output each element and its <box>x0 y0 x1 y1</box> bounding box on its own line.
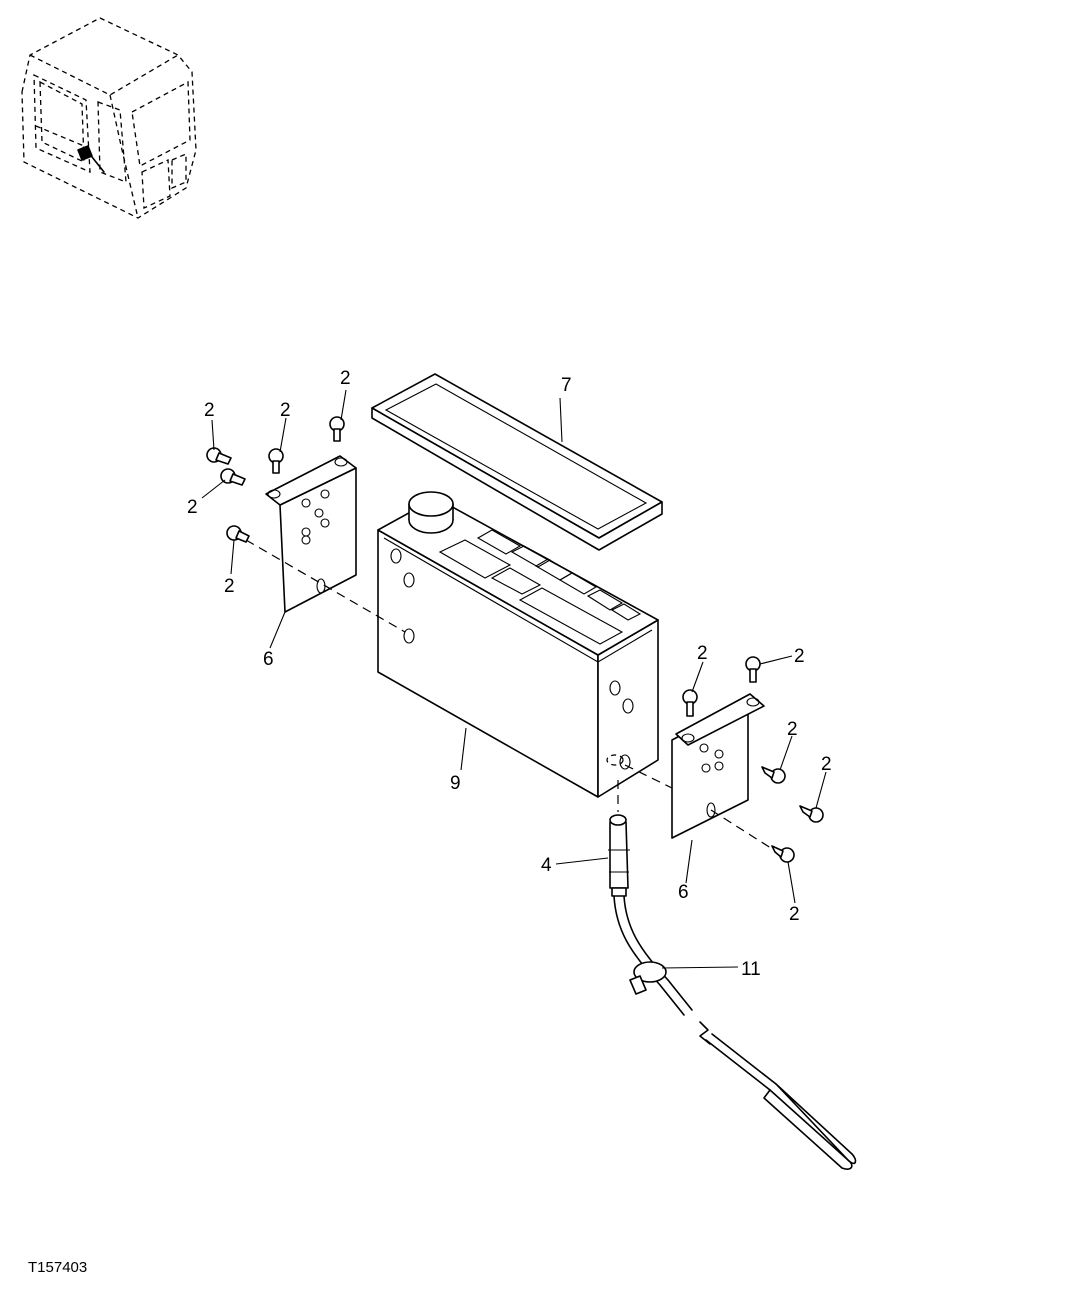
harness <box>613 895 857 1170</box>
box-cover <box>371 373 663 551</box>
bolt <box>799 805 824 823</box>
callout-6-right: 6 <box>678 882 689 903</box>
leader-lines <box>201 389 827 969</box>
callout-2: 2 <box>187 497 198 518</box>
bolt <box>329 416 345 442</box>
callout-2: 2 <box>789 904 800 925</box>
bolt <box>220 468 246 486</box>
callout-11: 11 <box>741 959 761 980</box>
sensor <box>608 814 630 897</box>
callout-2: 2 <box>787 719 798 740</box>
callout-2: 2 <box>821 754 832 775</box>
figure-code: T157403 <box>28 1259 87 1276</box>
callout-6-left: 6 <box>263 649 274 670</box>
alignment-line-bolt <box>710 809 775 851</box>
callout-2: 2 <box>340 368 351 389</box>
callout-2: 2 <box>697 643 708 664</box>
callout-2: 2 <box>224 576 235 597</box>
bracket-right <box>671 693 765 839</box>
callout-2: 2 <box>794 646 805 667</box>
alignment-line-right <box>624 764 673 789</box>
callout-2: 2 <box>280 400 291 421</box>
bracket-left <box>265 455 357 613</box>
monitor-housing <box>377 491 659 798</box>
callout-4: 4 <box>541 855 552 876</box>
bolt <box>268 448 284 474</box>
bolt <box>745 656 761 683</box>
bolt <box>761 766 786 784</box>
clamp <box>629 961 667 995</box>
bolt <box>226 525 250 543</box>
callout-9: 9 <box>450 773 461 794</box>
cab-locator-thumbnail <box>21 17 197 219</box>
bolt <box>206 447 232 465</box>
callout-7: 7 <box>561 375 572 396</box>
bolt <box>771 845 795 863</box>
bolt <box>682 689 698 717</box>
callout-2: 2 <box>204 400 215 421</box>
alignment-line-left <box>245 539 406 633</box>
